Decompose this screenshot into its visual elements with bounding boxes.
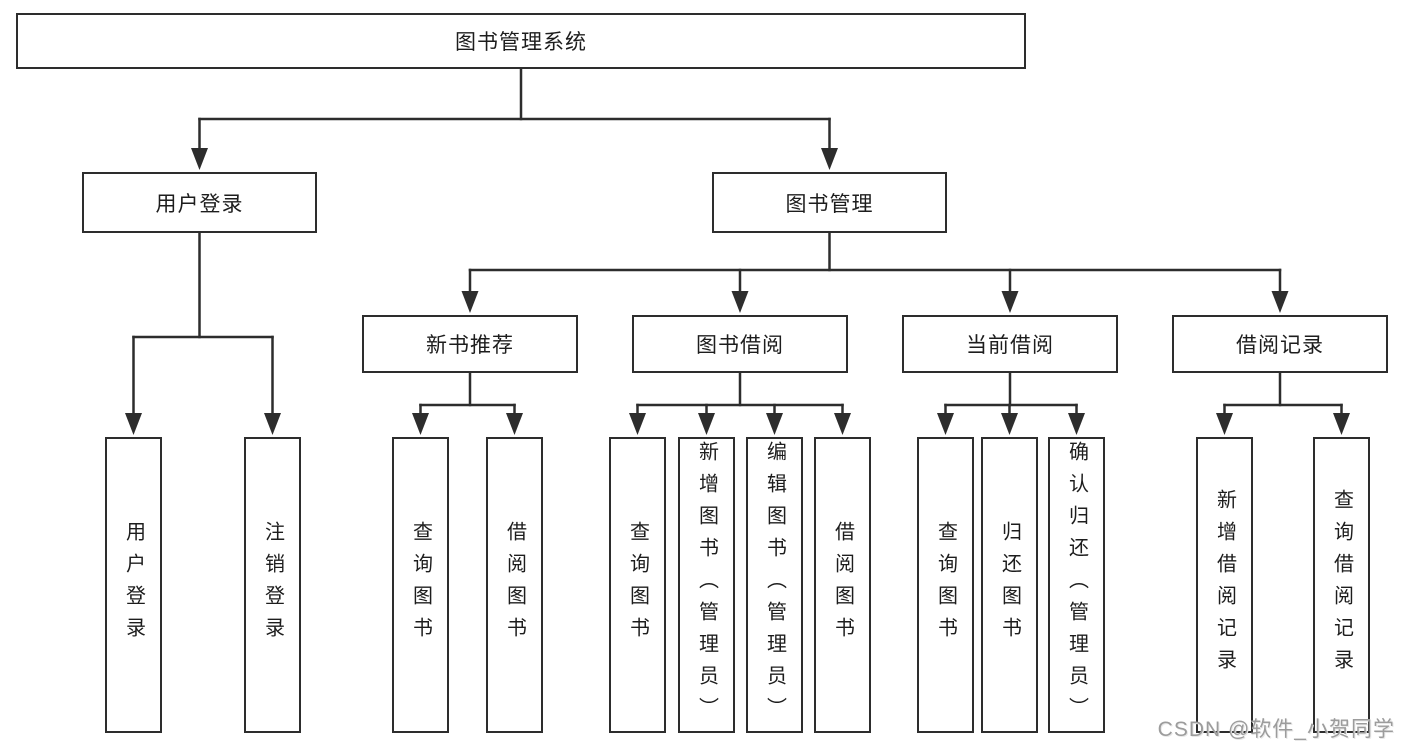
node-root: 图书管理系统 [16, 13, 1026, 69]
arrowhead-icon [1068, 413, 1085, 435]
arrowhead-icon [629, 413, 646, 435]
node-new-book-recommendation: 新书推荐 [362, 315, 578, 373]
leaf-confirm-return-admin: 确认归还（管理员） [1048, 437, 1105, 733]
leaf-label: 编辑图书（管理员） [763, 441, 786, 729]
leaf-label: 查询图书 [934, 521, 957, 649]
arrowhead-icon [834, 413, 851, 435]
arrowhead-icon [1271, 291, 1289, 313]
leaf-query-borrow-record: 查询借阅记录 [1313, 437, 1370, 733]
leaf-query-books-recommend: 查询图书 [392, 437, 449, 733]
node-book-borrowing: 图书借阅 [632, 315, 848, 373]
leaf-query-books-current: 查询图书 [917, 437, 974, 733]
arrowhead-icon [731, 291, 749, 313]
leaf-label: 用户登录 [122, 521, 145, 649]
leaf-logout: 注销登录 [244, 437, 301, 733]
arrowhead-icon [461, 291, 479, 313]
csdn-watermark: CSDN @软件_小贺同学 [1157, 718, 1395, 741]
arrowhead-icon [1333, 413, 1350, 435]
leaf-label: 借阅图书 [831, 521, 854, 649]
leaf-label: 确认归还（管理员） [1065, 441, 1088, 729]
leaf-borrow-books-recommend: 借阅图书 [486, 437, 543, 733]
leaf-label: 借阅图书 [503, 521, 526, 649]
leaf-return-books: 归还图书 [981, 437, 1038, 733]
leaf-label: 新增借阅记录 [1213, 489, 1236, 681]
leaf-label: 新增图书（管理员） [695, 441, 718, 729]
leaf-label: 查询图书 [409, 521, 432, 649]
leaf-add-borrow-record: 新增借阅记录 [1196, 437, 1253, 733]
node-label: 用户登录 [155, 192, 244, 216]
arrowhead-icon [1216, 413, 1233, 435]
node-label: 借阅记录 [1236, 334, 1324, 357]
arrowhead-icon [506, 413, 523, 435]
arrowhead-icon [412, 413, 429, 435]
node-book-management: 图书管理 [712, 172, 947, 233]
leaf-user-login: 用户登录 [105, 437, 162, 733]
node-current-borrowing: 当前借阅 [902, 315, 1118, 373]
arrowhead-icon [264, 413, 281, 435]
node-label: 当前借阅 [966, 334, 1054, 357]
arrowhead-icon [191, 148, 208, 170]
arrowhead-icon [937, 413, 954, 435]
leaf-label: 查询借阅记录 [1330, 489, 1353, 681]
node-label: 图书借阅 [696, 334, 784, 357]
arrowhead-icon [766, 413, 783, 435]
arrowhead-icon [125, 413, 142, 435]
arrowhead-icon [698, 413, 715, 435]
node-root-label: 图书管理系统 [455, 31, 587, 54]
node-label: 新书推荐 [426, 334, 514, 357]
arrowhead-icon [821, 148, 838, 170]
arrowhead-icon [1001, 413, 1018, 435]
node-user-login: 用户登录 [82, 172, 317, 233]
arrowhead-icon [1001, 291, 1019, 313]
leaf-query-books-borrowing: 查询图书 [609, 437, 666, 733]
leaf-borrow-books-borrowing: 借阅图书 [814, 437, 871, 733]
leaf-label: 归还图书 [998, 521, 1021, 649]
leaf-label: 查询图书 [626, 521, 649, 649]
leaf-edit-book-admin: 编辑图书（管理员） [746, 437, 803, 733]
node-borrowing-records: 借阅记录 [1172, 315, 1388, 373]
leaf-label: 注销登录 [261, 521, 284, 649]
node-label: 图书管理 [785, 192, 874, 216]
leaf-add-book-admin: 新增图书（管理员） [678, 437, 735, 733]
